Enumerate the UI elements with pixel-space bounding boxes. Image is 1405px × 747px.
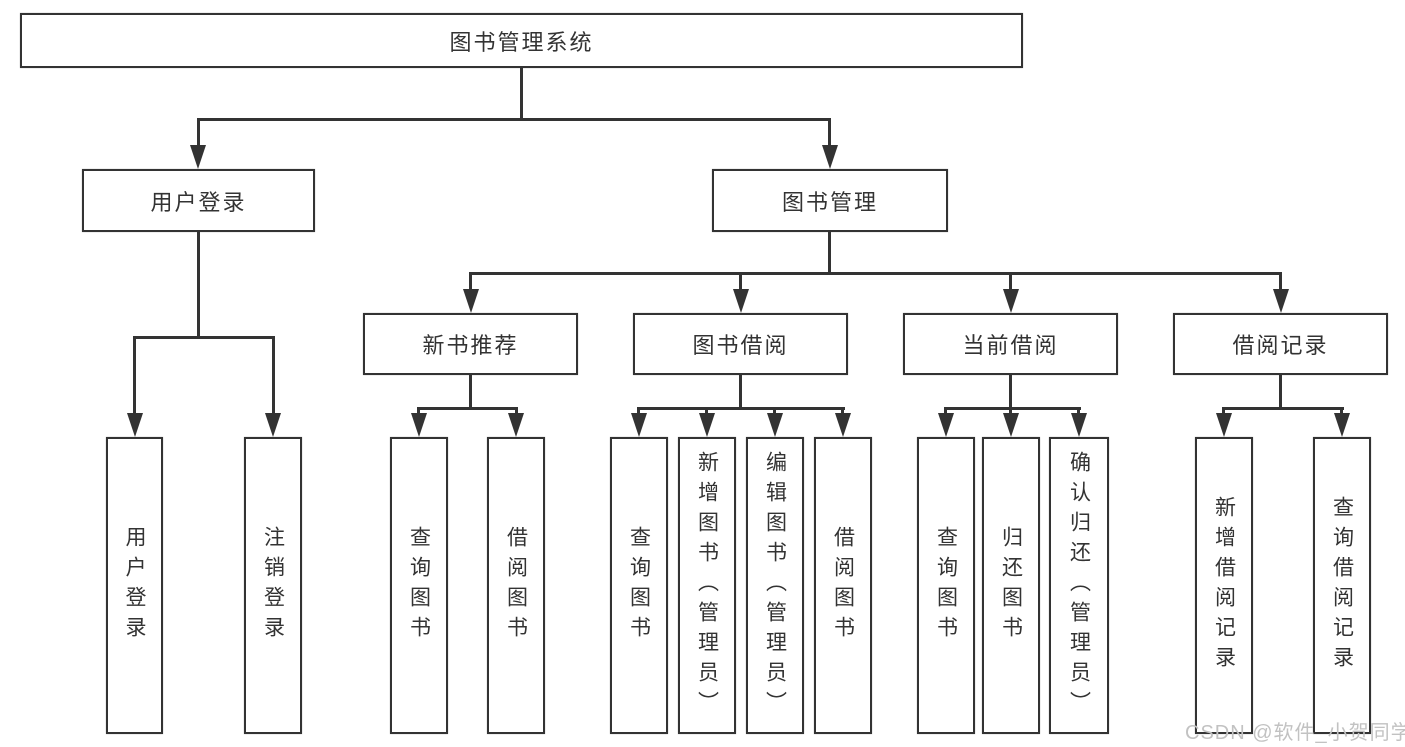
- leaf-label: 查询借阅记录: [1330, 495, 1354, 676]
- leaf-add-borrow-record: 新增借阅记录: [1195, 437, 1253, 734]
- leaf-user-login: 用户登录: [106, 437, 163, 734]
- connector-line: [944, 407, 947, 416]
- arrow-down-icon: [127, 413, 143, 437]
- node-label: 借阅记录: [1232, 333, 1329, 358]
- connector-line: [469, 375, 472, 407]
- connector-line: [828, 232, 831, 272]
- leaf-query-borrow-record: 查询借阅记录: [1313, 437, 1371, 734]
- connector-line: [828, 118, 831, 148]
- connector-line: [637, 407, 640, 416]
- arrow-down-icon: [1071, 413, 1087, 437]
- connector-line: [417, 407, 420, 416]
- connector-line: [1077, 407, 1080, 416]
- connector-line: [197, 118, 831, 121]
- node-borrowing-records: 借阅记录: [1173, 313, 1388, 375]
- leaf-label: 注销登录: [261, 525, 285, 646]
- arrow-down-icon: [1216, 413, 1232, 437]
- connector-line: [1222, 407, 1225, 416]
- arrow-down-icon: [411, 413, 427, 437]
- leaf-query-books-borrow: 查询图书: [610, 437, 668, 734]
- connector-line: [197, 118, 200, 148]
- leaf-label: 查询图书: [934, 525, 958, 646]
- connector-line: [520, 68, 523, 119]
- node-new-book-recommendation: 新书推荐: [363, 313, 578, 375]
- node-book-management: 图书管理: [712, 169, 948, 232]
- connector-line: [133, 336, 136, 416]
- connector-line: [739, 375, 742, 407]
- arrow-down-icon: [938, 413, 954, 437]
- node-label: 用户登录: [150, 189, 247, 215]
- arrow-down-icon: [822, 145, 838, 169]
- node-current-borrowing: 当前借阅: [903, 313, 1118, 375]
- connector-line: [637, 407, 845, 410]
- node-label: 新书推荐: [422, 333, 519, 358]
- node-label: 图书管理系统: [449, 29, 594, 55]
- arrow-down-icon: [1003, 413, 1019, 437]
- connector-line: [469, 272, 472, 292]
- arrow-down-icon: [631, 413, 647, 437]
- arrow-down-icon: [190, 145, 206, 169]
- connector-line: [272, 336, 275, 416]
- connector-line: [1009, 272, 1012, 292]
- leaf-label: 查询图书: [407, 525, 431, 646]
- arrow-down-icon: [1273, 289, 1289, 313]
- arrow-down-icon: [463, 289, 479, 313]
- node-book-borrowing: 图书借阅: [633, 313, 848, 375]
- csdn-watermark: CSDN @软件_小贺同学: [1185, 722, 1405, 744]
- node-label: 当前借阅: [962, 333, 1059, 358]
- leaf-logout: 注销登录: [244, 437, 302, 734]
- leaf-label: 借阅图书: [831, 525, 855, 646]
- connector-line: [417, 407, 518, 410]
- leaf-query-books-newbook: 查询图书: [390, 437, 448, 734]
- connector-line: [133, 336, 275, 339]
- node-label: 图书借阅: [692, 333, 789, 358]
- leaf-label: 编辑图书（管理员）: [763, 450, 787, 721]
- arrow-down-icon: [1334, 413, 1350, 437]
- connector-line: [739, 272, 742, 292]
- leaf-borrow-books-borrow: 借阅图书: [814, 437, 872, 734]
- connector-line: [705, 407, 708, 416]
- arrow-down-icon: [699, 413, 715, 437]
- connector-line: [1279, 375, 1282, 407]
- connector-line: [773, 407, 776, 416]
- leaf-label: 新增借阅记录: [1212, 495, 1236, 676]
- node-library-management-system: 图书管理系统: [20, 13, 1023, 68]
- leaf-label: 确认归还（管理员）: [1067, 450, 1091, 721]
- leaf-confirm-return-admin: 确认归还（管理员）: [1049, 437, 1109, 734]
- node-user-login: 用户登录: [82, 169, 315, 232]
- connector-line: [1279, 272, 1282, 292]
- leaf-label: 新增图书（管理员）: [695, 450, 719, 721]
- connector-line: [1009, 375, 1012, 407]
- arrow-down-icon: [265, 413, 281, 437]
- connector-line: [1222, 407, 1344, 410]
- connector-line: [841, 407, 844, 416]
- connector-line: [515, 407, 518, 416]
- leaf-add-book-admin: 新增图书（管理员）: [678, 437, 736, 734]
- connector-line: [1009, 407, 1012, 416]
- arrow-down-icon: [508, 413, 524, 437]
- leaf-label: 查询图书: [627, 525, 651, 646]
- arrow-down-icon: [1003, 289, 1019, 313]
- connector-line: [944, 407, 1081, 410]
- leaf-edit-book-admin: 编辑图书（管理员）: [746, 437, 804, 734]
- leaf-label: 归还图书: [999, 525, 1023, 646]
- connector-line: [197, 232, 200, 336]
- arrow-down-icon: [767, 413, 783, 437]
- leaf-label: 用户登录: [123, 525, 147, 646]
- leaf-borrow-books-newbook: 借阅图书: [487, 437, 545, 734]
- connector-line: [1340, 407, 1343, 416]
- leaf-return-books: 归还图书: [982, 437, 1040, 734]
- leaf-label: 借阅图书: [504, 525, 528, 646]
- node-label: 图书管理: [781, 189, 878, 215]
- leaf-query-books-current: 查询图书: [917, 437, 975, 734]
- arrow-down-icon: [733, 289, 749, 313]
- arrow-down-icon: [835, 413, 851, 437]
- connector-line: [469, 272, 1282, 275]
